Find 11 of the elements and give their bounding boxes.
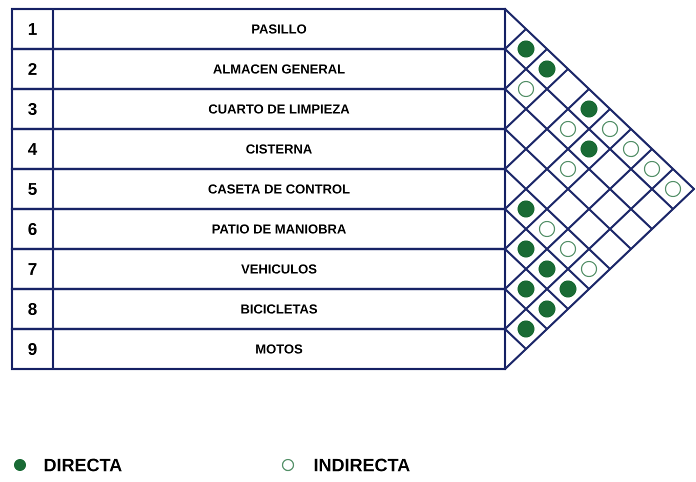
table-row: 9 MOTOS	[10, 328, 506, 370]
table-row: 4 CISTERNA	[10, 128, 506, 170]
table-row: 1 PASILLO	[10, 8, 506, 50]
table-row: 2 ALMACEN GENERAL	[10, 48, 506, 90]
table-row: 8 BICICLETAS	[10, 288, 506, 330]
table-row: 5 CASETA DE CONTROL	[10, 168, 506, 210]
legend-label: INDIRECTA	[314, 458, 410, 472]
table-row: 3 CUARTO DE LIMPIEZA	[10, 88, 506, 130]
table-row: 7 VEHICULOS	[10, 248, 506, 290]
table-row: 6 PATIO DE MANIOBRA	[10, 208, 506, 250]
legend-label: DIRECTA	[44, 458, 122, 472]
